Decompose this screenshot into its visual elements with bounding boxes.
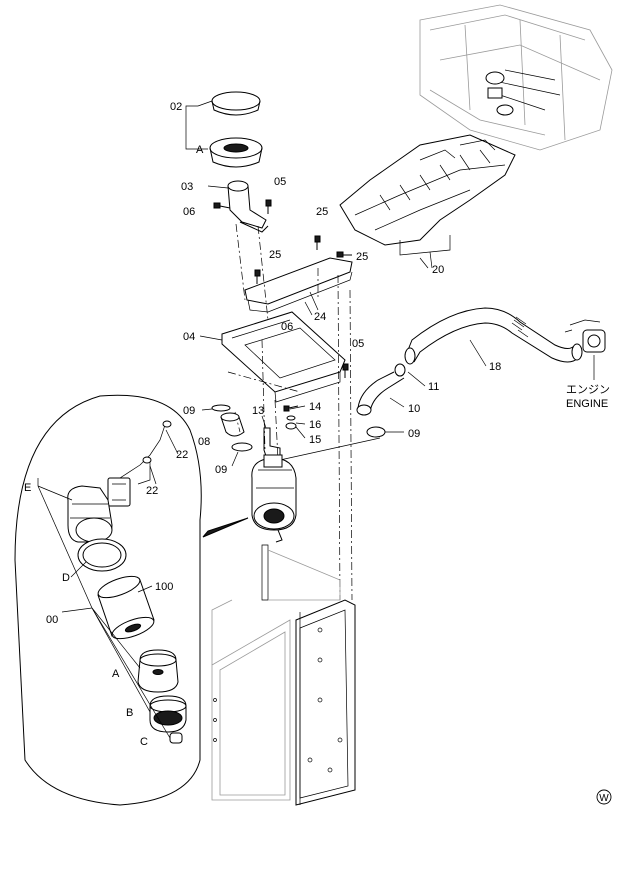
- label-09-a: 09: [183, 405, 195, 417]
- label-25-c: 25: [356, 251, 368, 263]
- label-24: 24: [314, 311, 326, 323]
- callout-pointer: [202, 517, 249, 538]
- label-20: 20: [432, 264, 444, 276]
- label-15: 15: [309, 434, 321, 446]
- label-16: 16: [309, 419, 321, 431]
- small-parts: [211, 404, 297, 463]
- machine-outline: [419, 4, 613, 151]
- label-06-mid: 06: [281, 321, 293, 333]
- label-C: C: [140, 736, 148, 748]
- label-04: 04: [183, 331, 195, 343]
- label-100: 100: [155, 581, 173, 593]
- label-10: 10: [408, 403, 420, 415]
- engine-label-en: ENGINE: [566, 398, 608, 410]
- label-22-a: 22: [176, 449, 188, 461]
- hose-10: [356, 363, 406, 438]
- frame-stand: [211, 544, 356, 806]
- label-11: 11: [428, 381, 439, 393]
- label-05-top: 05: [274, 176, 286, 188]
- plate-24: [244, 257, 353, 313]
- part-labels: 02 A 03 05 06 25 25 25 20 24 06 04 05 18…: [24, 101, 501, 748]
- label-D: D: [62, 572, 70, 584]
- air-cleaner-center: [251, 454, 297, 543]
- label-05-mid: 05: [352, 338, 364, 350]
- label-09-b: 09: [215, 464, 227, 476]
- label-08: 08: [198, 436, 210, 448]
- corner-mark-letter: W: [599, 793, 609, 804]
- assembly-lines: [227, 223, 381, 601]
- engine-label: エンジン ENGINE: [566, 384, 610, 410]
- label-25-b: 25: [269, 249, 281, 261]
- label-18: 18: [489, 361, 501, 373]
- exploded-view: [14, 394, 202, 806]
- label-A-bottom: A: [112, 668, 120, 680]
- elbow-03: [207, 180, 269, 233]
- label-B: B: [126, 707, 133, 719]
- hose-18: [404, 307, 606, 380]
- label-A-top: A: [196, 144, 204, 156]
- label-02: 02: [170, 101, 182, 113]
- engine-cover-20: [339, 134, 516, 269]
- label-09-c: 09: [408, 428, 420, 440]
- label-00: 00: [46, 614, 58, 626]
- label-22-b: 22: [146, 485, 158, 497]
- label-E: E: [24, 482, 31, 494]
- label-14: 14: [309, 401, 321, 413]
- cap-02: [185, 91, 263, 168]
- label-06-top: 06: [183, 206, 195, 218]
- corner-mark: W: [596, 789, 612, 805]
- label-25-a: 25: [316, 206, 328, 218]
- label-13: 13: [252, 405, 264, 417]
- label-03: 03: [181, 181, 193, 193]
- bracket-04: [199, 311, 346, 403]
- engine-label-jp: エンジン: [566, 384, 610, 396]
